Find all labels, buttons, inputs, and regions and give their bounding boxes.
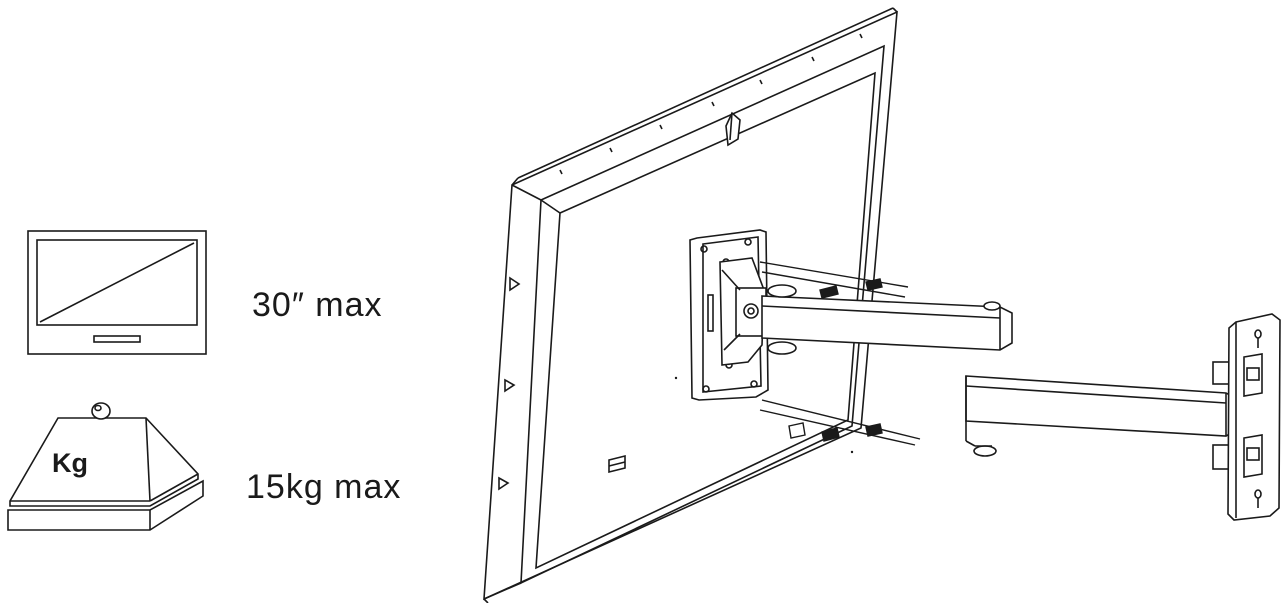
vesa-plate (689, 229, 769, 401)
swing-arm (761, 284, 1239, 470)
weight-kg-icon: Kg (7, 402, 204, 531)
mounting-screws (759, 261, 921, 446)
max-screen-size-label: 30″ max (252, 286, 383, 324)
monitor-icon (27, 230, 207, 355)
weight-icon-text: Kg (52, 448, 88, 478)
max-weight-label: 15kg max (246, 468, 402, 506)
wall-plate (1227, 313, 1281, 521)
